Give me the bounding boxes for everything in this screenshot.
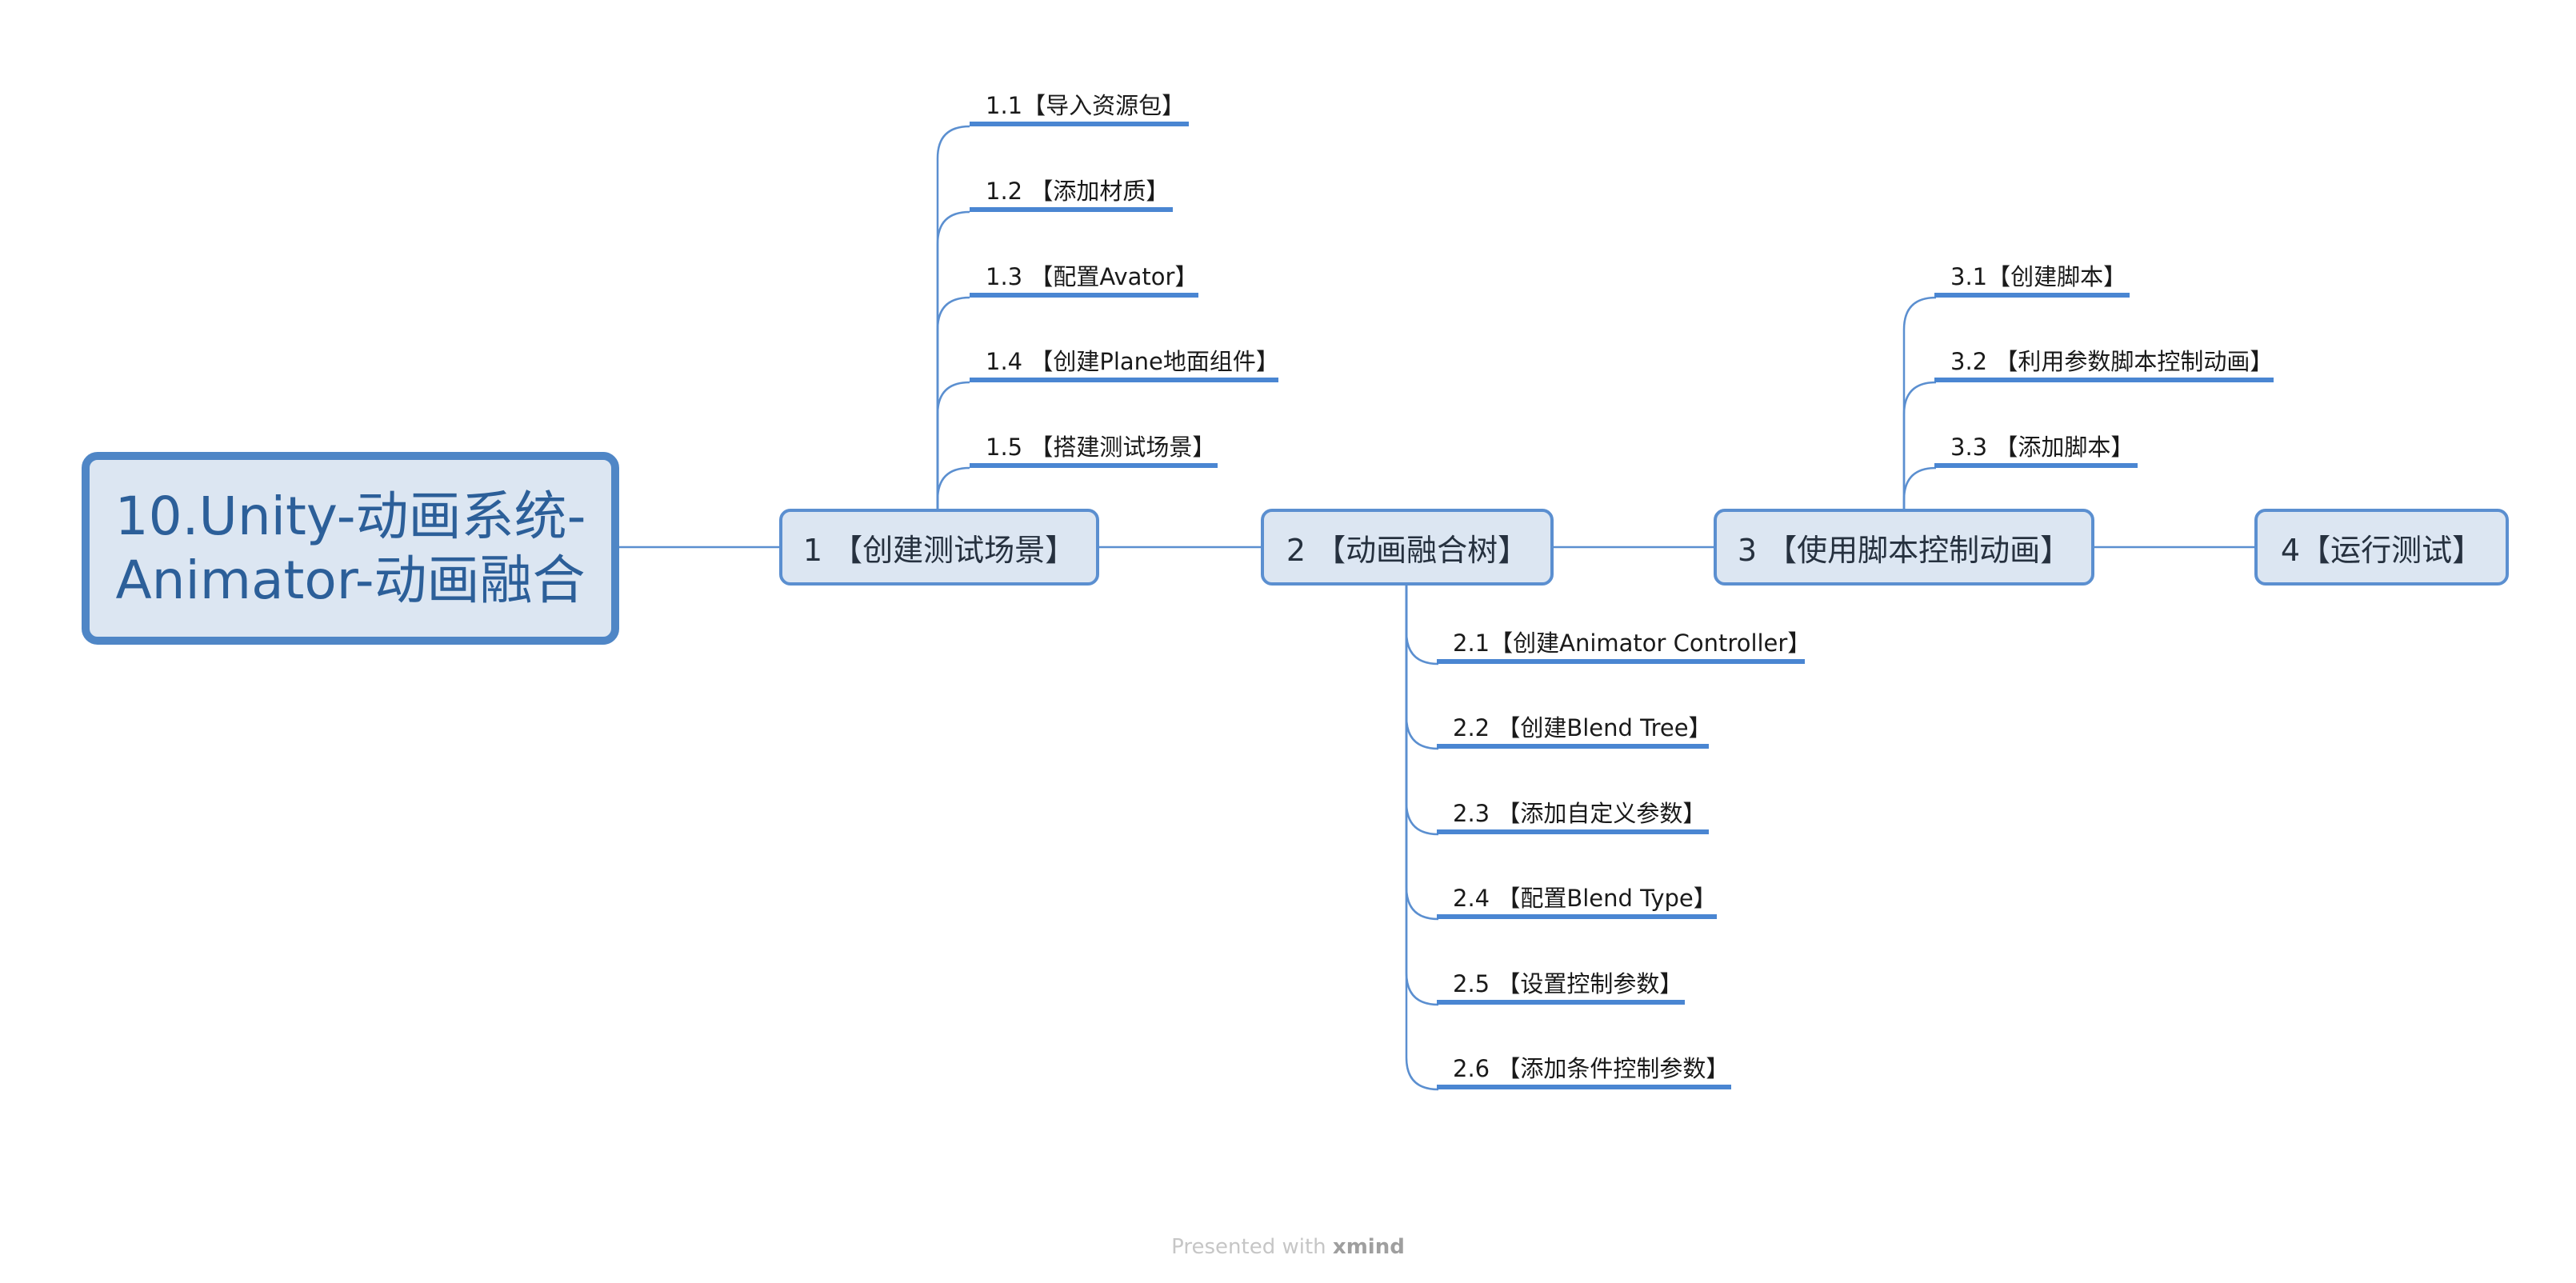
branch-2-topic[interactable]: 2 【动画融合树】 (1261, 509, 1554, 586)
root-title-line-2: Animator-动画融合 (115, 549, 586, 611)
connector-branch-3-subtopic-1 (1902, 296, 1937, 509)
subtopic-2-1[interactable]: 2.1【创建Animator Controller】 (1437, 629, 1810, 664)
connector-branch-2-subtopic-2 (1405, 586, 1439, 750)
connector-branch-2-subtopic-1 (1405, 586, 1439, 665)
subtopic-2-6[interactable]: 2.6 【添加条件控制参数】 (1437, 1054, 1731, 1089)
connector-branch-1-subtopic-1 (936, 125, 970, 509)
connector-branch-1-subtopic-2 (936, 210, 970, 509)
subtopic-1-1[interactable]: 1.1【导入资源包】 (970, 91, 1189, 126)
branch-3-label: 3 【使用脚本控制动画】 (1737, 532, 2071, 568)
connector-branch-2-subtopic-4 (1405, 586, 1439, 921)
connector-branch-3-subtopic-3 (1902, 466, 1937, 509)
presented-with-footer: Presented with xmind (0, 1235, 2576, 1259)
subtopic-3-1[interactable]: 3.1【创建脚本】 (1934, 262, 2130, 298)
root-topic[interactable]: 10.Unity-动画系统- Animator-动画融合 (82, 452, 619, 645)
branch-3-topic[interactable]: 3 【使用脚本控制动画】 (1714, 509, 2094, 586)
subtopic-2-2[interactable]: 2.2 【创建Blend Tree】 (1437, 713, 1712, 749)
branch-1-label: 1 【创建测试场景】 (802, 532, 1076, 568)
subtopic-1-5[interactable]: 1.5 【搭建测试场景】 (970, 433, 1218, 468)
subtopic-3-2[interactable]: 3.2 【利用参数脚本控制动画】 (1934, 347, 2274, 382)
connector-branch-1-subtopic-4 (936, 381, 970, 509)
footer-prefix: Presented with (1171, 1235, 1333, 1259)
subtopic-1-2[interactable]: 1.2 【添加材质】 (970, 177, 1173, 212)
branch-1-topic[interactable]: 1 【创建测试场景】 (779, 509, 1099, 586)
branch-4-topic[interactable]: 4【运行测试】 (2254, 509, 2509, 586)
connector-branch-3-subtopic-2 (1902, 381, 1937, 509)
connector-branch-2-subtopic-5 (1405, 586, 1439, 1006)
connector-branch-2-subtopic-3 (1405, 586, 1439, 836)
subtopic-3-3[interactable]: 3.3 【添加脚本】 (1934, 433, 2138, 468)
connector-branch-1-subtopic-3 (936, 296, 970, 509)
subtopic-2-5[interactable]: 2.5 【设置控制参数】 (1437, 969, 1685, 1005)
subtopic-1-3[interactable]: 1.3 【配置Avator】 (970, 262, 1198, 298)
branch-2-label: 2 【动画融合树】 (1286, 532, 1529, 568)
subtopic-1-4[interactable]: 1.4 【创建Plane地面组件】 (970, 347, 1279, 382)
xmind-brand: xmind (1332, 1235, 1405, 1259)
root-title-line-1: 10.Unity-动画系统- (114, 485, 586, 547)
subtopic-2-4[interactable]: 2.4 【配置Blend Type】 (1437, 884, 1717, 919)
branch-4-label: 4【运行测试】 (2280, 532, 2483, 568)
subtopic-2-3[interactable]: 2.3 【添加自定义参数】 (1437, 799, 1709, 834)
connector-branch-1-subtopic-5 (936, 466, 970, 509)
